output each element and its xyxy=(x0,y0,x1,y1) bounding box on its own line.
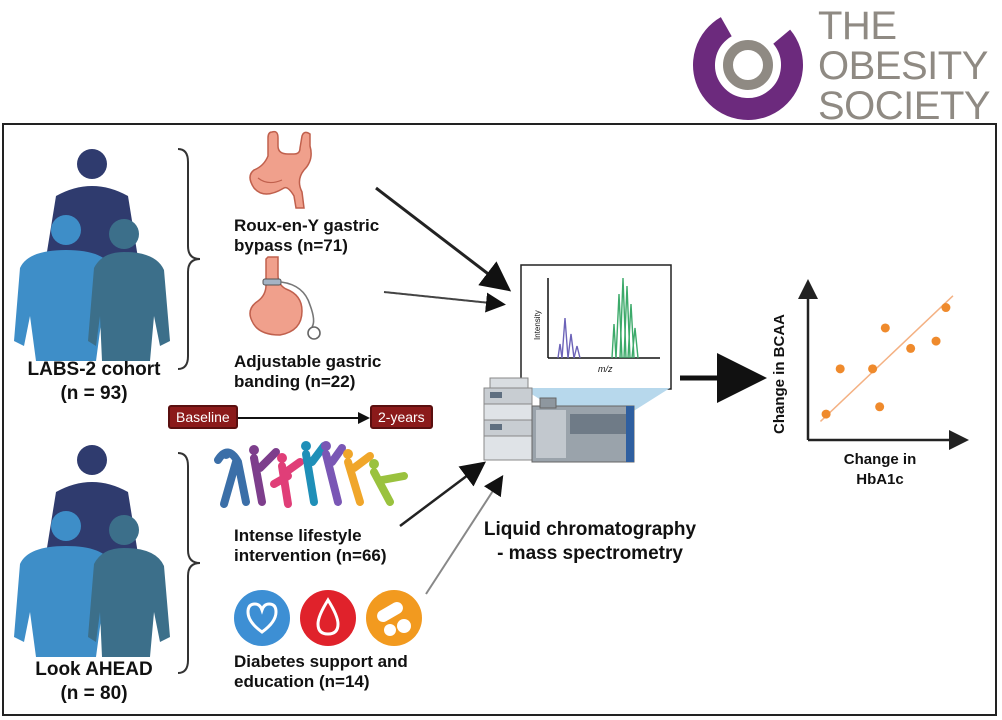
exercise-figures-icon xyxy=(214,441,408,508)
look-ahead-cohort-label: Look AHEAD (n = 80) xyxy=(14,658,174,706)
obesity-society-logo xyxy=(693,10,803,120)
arrow-rygb xyxy=(375,186,512,292)
look-ahead-cohort-n: (n = 80) xyxy=(60,683,128,704)
heart-icon xyxy=(234,590,290,646)
labs2-people-icon xyxy=(14,149,170,361)
arrow-dse xyxy=(425,474,504,595)
lcms-caption-line1: Liquid chromatography xyxy=(483,519,697,540)
scatter-point xyxy=(875,402,885,412)
scatter-point xyxy=(880,323,890,333)
dse-caption-line2: education (n=14) xyxy=(234,672,370,691)
labs2-cohort-label: LABS-2 cohort (n = 93) xyxy=(14,358,174,406)
timeline-arrow xyxy=(234,412,370,424)
gastric-bypass-stomach-icon xyxy=(249,130,312,209)
trend-line xyxy=(819,295,954,422)
gastric-band-stomach-icon xyxy=(249,256,321,340)
look-ahead-people-icon xyxy=(14,445,170,657)
band-caption-line2: banding (n=22) xyxy=(234,372,356,391)
lifestyle-caption-line1: Intense lifestyle xyxy=(234,526,362,545)
spectrum-xlabel: m/z xyxy=(598,364,613,374)
rygb-caption-line1: Roux-en-Y gastric xyxy=(234,216,380,235)
mass-spectrum-panel: Intensity m/z xyxy=(520,264,672,390)
band-caption: Adjustable gastric banding (n=22) xyxy=(234,352,381,392)
logo-text-obesity: OBESITY xyxy=(818,44,988,88)
lifestyle-caption: Intense lifestyle intervention (n=66) xyxy=(234,526,387,566)
figure-frame xyxy=(2,123,997,716)
band-caption-line1: Adjustable gastric xyxy=(234,352,382,371)
dse-caption: Diabetes support and education (n=14) xyxy=(234,652,408,692)
look-ahead-brace xyxy=(177,452,201,674)
labs2-cohort-name: LABS-2 cohort xyxy=(27,359,161,380)
labs2-brace xyxy=(177,148,201,370)
logo-text-society: SOCIETY xyxy=(818,84,991,128)
rygb-caption: Roux-en-Y gastric bypass (n=71) xyxy=(234,216,379,256)
blood-drop-icon xyxy=(300,590,356,646)
labs2-cohort-n: (n = 93) xyxy=(60,383,128,404)
scatter-point xyxy=(821,409,831,419)
scatter-point xyxy=(931,336,941,346)
lcms-caption: Liquid chromatography - mass spectrometr… xyxy=(472,518,708,566)
baseline-tag: Baseline xyxy=(168,405,238,429)
rygb-caption-line2: bypass (n=71) xyxy=(234,236,348,255)
scatter-xlabel-line1: Change in xyxy=(844,451,917,468)
arrow-band xyxy=(383,291,506,313)
logo-text-the: THE xyxy=(818,4,897,48)
pills-icon xyxy=(366,590,422,646)
lc-ms-instrument-icon xyxy=(483,377,635,463)
scatter-point xyxy=(868,364,878,374)
scatter-point xyxy=(906,343,916,353)
dse-caption-line1: Diabetes support and xyxy=(234,652,408,671)
scatter-point xyxy=(835,364,845,374)
lcms-caption-line2: - mass spectrometry xyxy=(497,543,683,564)
scatter-xlabel-line2: HbA1c xyxy=(856,471,904,488)
scatter-point xyxy=(941,303,951,313)
arrow-lifestyle xyxy=(399,461,486,527)
look-ahead-cohort-name: Look AHEAD xyxy=(35,659,153,680)
scatter-ylabel: Change in BCAA xyxy=(771,314,788,434)
spectrum-ylabel: Intensity xyxy=(533,310,542,340)
two-years-tag: 2-years xyxy=(370,405,433,429)
lifestyle-caption-line2: intervention (n=66) xyxy=(234,546,387,565)
scatter-plot: Change in BCAA Change in HbA1c xyxy=(771,279,969,488)
